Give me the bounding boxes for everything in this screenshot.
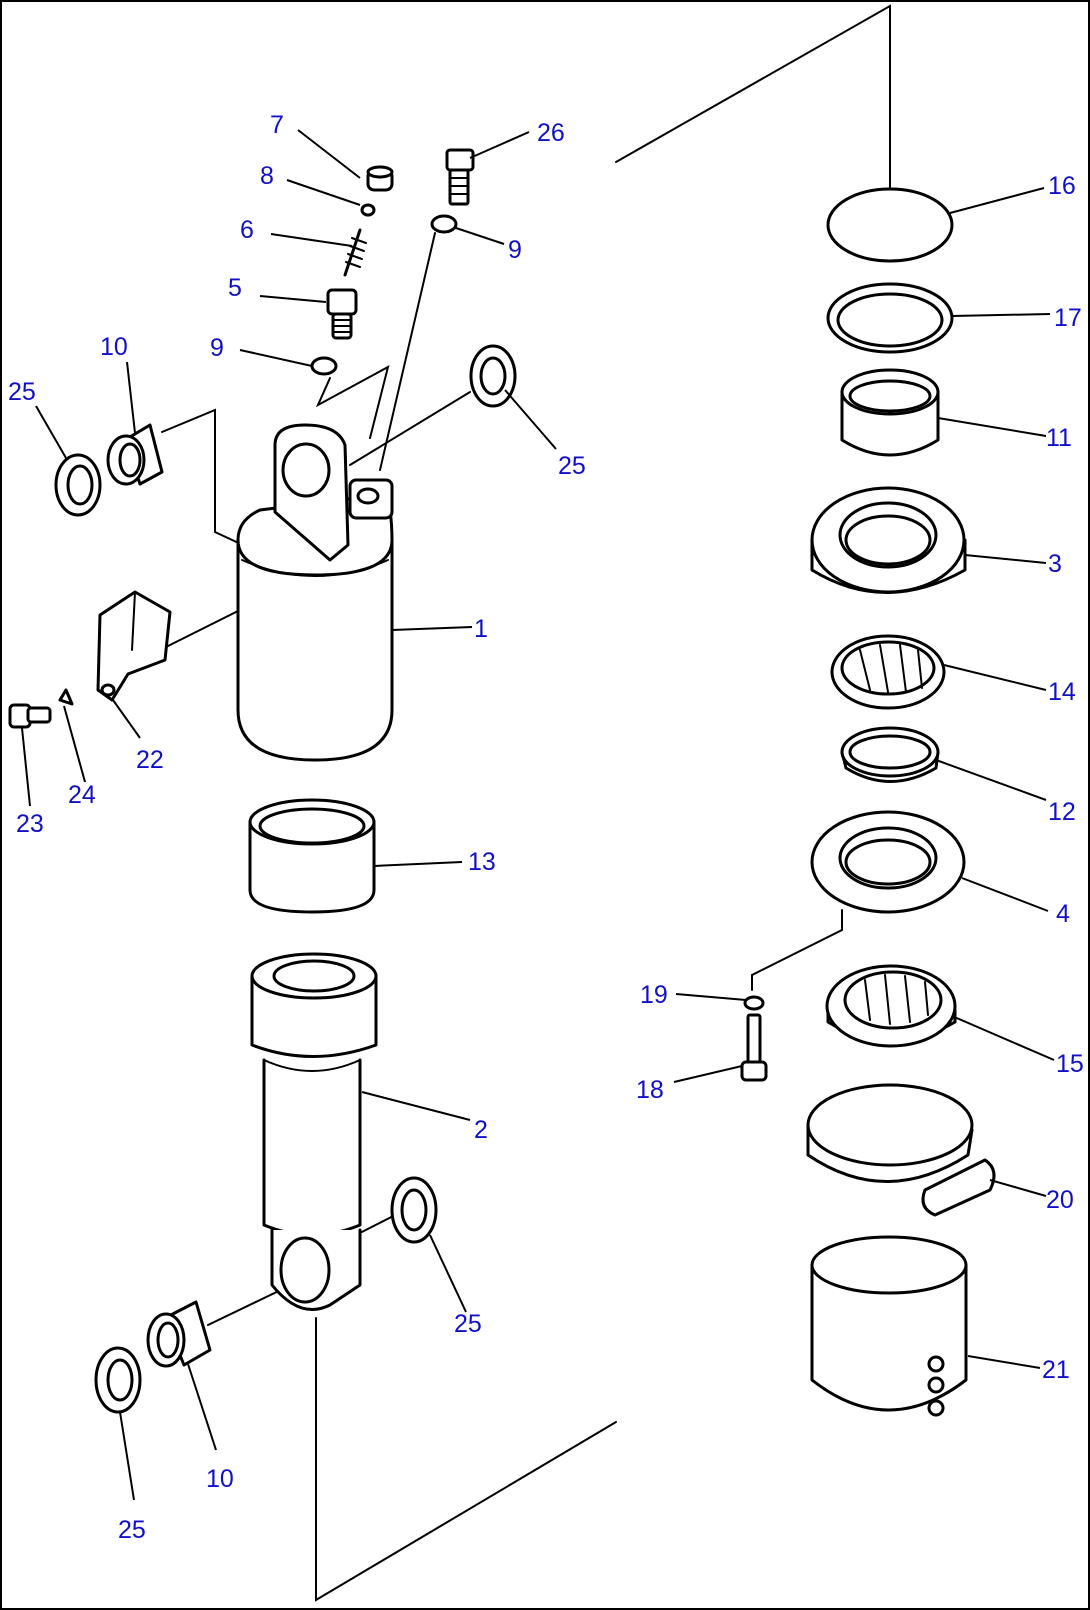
cylinder-part-1 xyxy=(236,423,394,762)
bearing-outer-part-3 xyxy=(810,486,967,594)
label-24: 24 xyxy=(68,781,96,809)
label-23: 23 xyxy=(16,810,44,838)
cover-part-21 xyxy=(810,1235,968,1417)
washer-part-9-lower xyxy=(310,356,338,376)
piston-rod-part-2 xyxy=(250,952,378,1311)
bolt-part-18 xyxy=(740,1013,768,1082)
seal-part-25-lower-left xyxy=(94,1346,142,1414)
assembly-guide-line-grease xyxy=(315,365,390,439)
label-20: 20 xyxy=(1046,1186,1074,1214)
bushing-part-13 xyxy=(248,798,376,914)
label-15: 15 xyxy=(1056,1050,1084,1078)
label-21: 21 xyxy=(1042,1356,1070,1384)
label-18: 18 xyxy=(636,1076,664,1104)
grease-fitting-part-5 xyxy=(326,288,358,340)
bushing-part-11 xyxy=(840,368,940,457)
label-10-upper: 10 xyxy=(100,333,128,361)
label-22: 22 xyxy=(136,746,164,774)
label-5: 5 xyxy=(228,274,242,302)
label-25-lower-left: 25 xyxy=(118,1516,146,1544)
assembly-guide-line-bolt18 xyxy=(751,909,843,991)
label-9-lower: 9 xyxy=(210,334,224,362)
bracket-part-22 xyxy=(96,590,172,702)
label-25-upper-right: 25 xyxy=(558,452,586,480)
label-8: 8 xyxy=(260,162,274,190)
label-25-upper-left: 25 xyxy=(8,378,36,406)
ball-part-8 xyxy=(360,203,376,217)
bearing-inner-part-4 xyxy=(810,810,966,914)
seal-part-25-upper-left xyxy=(54,453,102,517)
assembly-guide-line-seal-right xyxy=(349,391,471,466)
band-clamp-part-20 xyxy=(806,1083,996,1217)
label-3: 3 xyxy=(1048,550,1062,578)
label-10-lower: 10 xyxy=(206,1465,234,1493)
ring-part-12 xyxy=(840,726,940,783)
label-16: 16 xyxy=(1048,172,1076,200)
bearing-roller-part-15 xyxy=(825,964,957,1048)
assembly-guide-line-bolt26 xyxy=(379,232,436,471)
threaded-rod-part-6 xyxy=(343,228,367,277)
seal-part-25-upper-right xyxy=(469,344,517,408)
leader-lines xyxy=(21,129,1055,1501)
lock-washer-part-24 xyxy=(58,688,74,706)
bearing-roller-part-14 xyxy=(830,634,946,710)
label-1: 1 xyxy=(474,615,488,643)
label-9-upper: 9 xyxy=(508,236,522,264)
part-labels: 7 26 8 6 9 5 9 10 25 25 1 22 24 23 13 2 … xyxy=(8,111,1084,1544)
label-12: 12 xyxy=(1048,798,1076,826)
label-4: 4 xyxy=(1056,900,1070,928)
assembly-guide-line-top xyxy=(615,4,891,189)
washer-part-9-upper xyxy=(430,214,458,234)
bushing-part-10-upper xyxy=(106,423,164,486)
bolt-part-23 xyxy=(8,703,52,729)
label-11: 11 xyxy=(1046,424,1072,452)
label-26: 26 xyxy=(537,119,565,147)
cap-part-7 xyxy=(366,165,394,192)
seal-part-25-lower-right xyxy=(390,1176,438,1244)
assembly-guide-line-bottom xyxy=(315,1317,617,1602)
label-7: 7 xyxy=(270,111,284,139)
assembly-guide-line-rod-pin xyxy=(207,1287,286,1326)
label-14: 14 xyxy=(1048,678,1076,706)
label-6: 6 xyxy=(240,216,254,244)
o-ring-part-16 xyxy=(826,187,954,263)
washer-part-19 xyxy=(743,995,765,1011)
label-13: 13 xyxy=(468,848,496,876)
ring-part-17 xyxy=(826,282,954,354)
bolt-part-26 xyxy=(445,148,475,206)
label-17: 17 xyxy=(1054,304,1082,332)
bushing-part-10-lower xyxy=(146,1300,212,1368)
label-2: 2 xyxy=(474,1116,488,1144)
label-19: 19 xyxy=(640,981,668,1009)
label-25-lower-right: 25 xyxy=(454,1310,482,1338)
